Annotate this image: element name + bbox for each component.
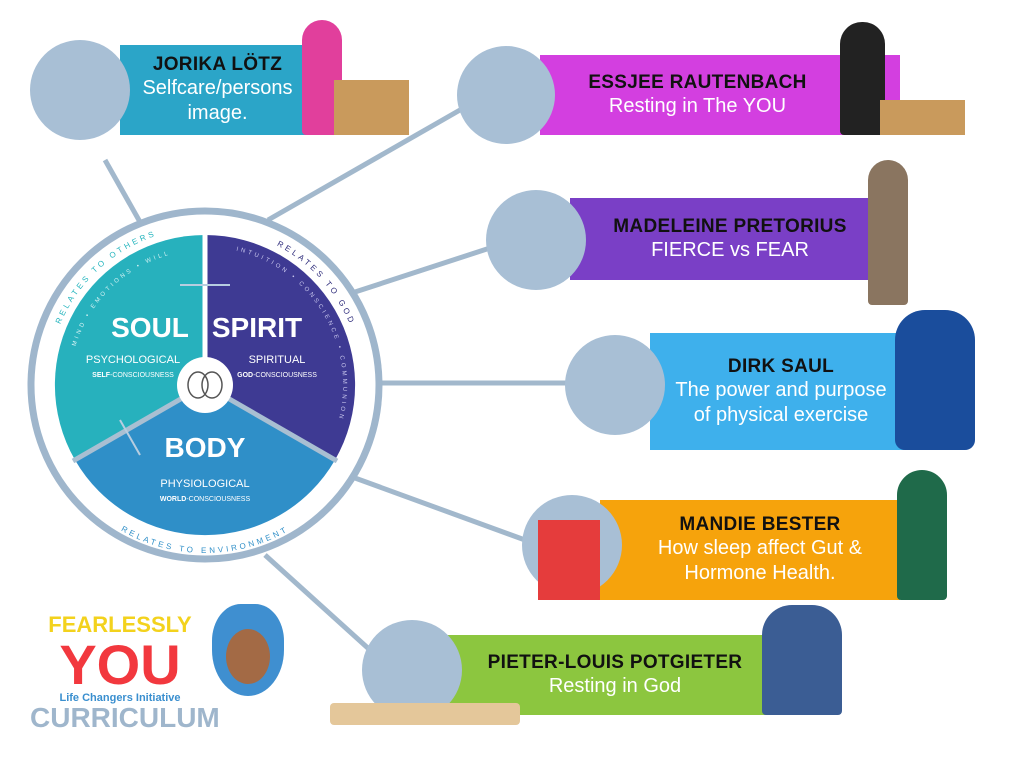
svg-text:GOD-CONSCIOUSNESS: GOD-CONSCIOUSNESS <box>237 372 317 379</box>
podium-icon <box>334 80 409 135</box>
podium-icon <box>880 100 965 135</box>
speaker-card-pieter: PIETER-LOUIS POTGIETER Resting in God <box>440 635 800 715</box>
speaker-card-madeleine: MADELEINE PRETORIUS FIERCE vs FEAR <box>570 198 870 280</box>
speaker-photo-essjee <box>840 22 885 135</box>
open-book-icon <box>330 703 520 725</box>
brain-icon <box>187 371 223 399</box>
svg-text:SELF-CONSCIOUSNESS: SELF-CONSCIOUSNESS <box>92 372 174 379</box>
speaker-photo-dirk <box>895 310 975 450</box>
svg-text:PHYSIOLOGICAL: PHYSIOLOGICAL <box>160 478 249 490</box>
fear-illustration-icon <box>486 190 586 290</box>
bed-icon <box>538 520 600 600</box>
svg-text:SOUL: SOUL <box>111 312 189 343</box>
fearlessly-you-logo: FEARLESSLY YOU Life Changers Initiative … <box>30 612 220 733</box>
headphones-girl-mascot <box>212 604 284 696</box>
group-people-icon <box>457 46 555 144</box>
speaker-card-dirk: DIRK SAUL The power and purpose of physi… <box>650 333 940 450</box>
speaker-card-jorika: JORIKA LÖTZ Selfcare/persons image. <box>120 45 330 135</box>
soul-spirit-body-wheel: RELATES TO OTHERS RELATES TO GOD RELATES… <box>27 207 383 563</box>
svg-text:SPIRIT: SPIRIT <box>212 312 302 343</box>
svg-text:PSYCHOLOGICAL: PSYCHOLOGICAL <box>86 354 180 366</box>
speaker-photo-madeleine <box>868 160 908 305</box>
mirror-illustration-icon <box>30 40 130 140</box>
svg-text:BODY: BODY <box>165 432 246 463</box>
svg-text:SPIRITUAL: SPIRITUAL <box>249 354 306 366</box>
strong-woman-icon <box>565 335 665 435</box>
speaker-photo-mandie <box>897 470 947 600</box>
speaker-photo-pieter <box>762 605 842 715</box>
svg-text:WORLD-CONSCIOUSNESS: WORLD-CONSCIOUSNESS <box>160 496 251 503</box>
speaker-card-mandie: MANDIE BESTER How sleep affect Gut & Hor… <box>600 500 900 600</box>
